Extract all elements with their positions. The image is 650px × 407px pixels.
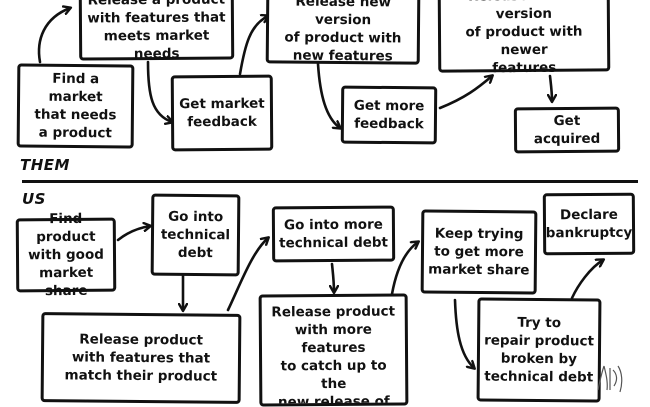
arrow-more-feedback-to-newer-version [438, 76, 492, 110]
section-divider [22, 180, 638, 183]
box-get-acquired: Get acquired [513, 106, 621, 154]
box-find-product: Find product with good market share [15, 211, 117, 299]
box-find-market: Find a market that needs a product [16, 63, 135, 149]
arrow-release-to-feedback [146, 60, 172, 122]
arrow-find-market-to-release [37, 8, 70, 64]
artist-signature-icon [597, 365, 623, 393]
box-go-into-more-technical-debt: Go into more technical debt [271, 205, 396, 263]
arrow-more-debt-to-catch-up [332, 262, 334, 292]
box-go-into-technical-debt: Go into technical debt [150, 193, 241, 277]
box-release-newer-version: Release newer version of product with ne… [437, 0, 611, 76]
arrow-catch-up-to-keep-trying [390, 242, 418, 296]
box-get-market-feedback: Get market feedback [170, 74, 274, 152]
box-get-more-feedback: Get more feedback [340, 85, 438, 145]
arrow-new-version-to-more-feedback [316, 62, 340, 128]
section-label-them: THEM [20, 156, 70, 174]
arrow-newer-version-to-acquired [550, 74, 552, 101]
arrow-repair-to-bankruptcy [570, 260, 603, 300]
section-label-us: US [22, 190, 46, 208]
box-declare-bankruptcy: Declare bankruptcy [542, 192, 636, 256]
box-repair-product: Try to repair product broken by technica… [476, 297, 602, 403]
arrow-keep-trying-to-repair [453, 298, 474, 368]
box-keep-trying: Keep trying to get more market share [420, 209, 538, 295]
arrow-feedback-to-new-version [238, 16, 268, 76]
box-release-catch-up: Release product with more features to ca… [258, 293, 409, 407]
box-release-matching-product: Release product with features that match… [40, 312, 242, 404]
box-release-product: Release a product with features that mee… [78, 0, 235, 62]
box-release-new-version: Release new version of product with new … [265, 0, 421, 65]
arrow-find-product-to-tech-debt [116, 226, 150, 242]
